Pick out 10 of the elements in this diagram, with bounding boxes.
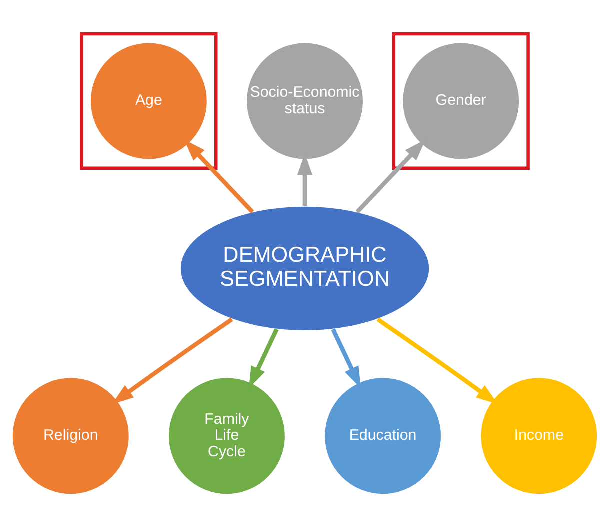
cluster <box>392 32 530 170</box>
arrow <box>184 140 254 214</box>
node-circle: Income <box>480 377 598 496</box>
node-circle: Family Life Cycle <box>168 377 286 496</box>
node-circle: Socio-Economic status <box>246 42 364 160</box>
node-ellipse: DEMOGRAPHIC SEGMENTATION <box>180 206 430 332</box>
node-circle: Education <box>324 377 442 496</box>
node-circle: Religion <box>12 377 130 496</box>
cluster <box>80 32 218 170</box>
arrow <box>356 140 426 214</box>
